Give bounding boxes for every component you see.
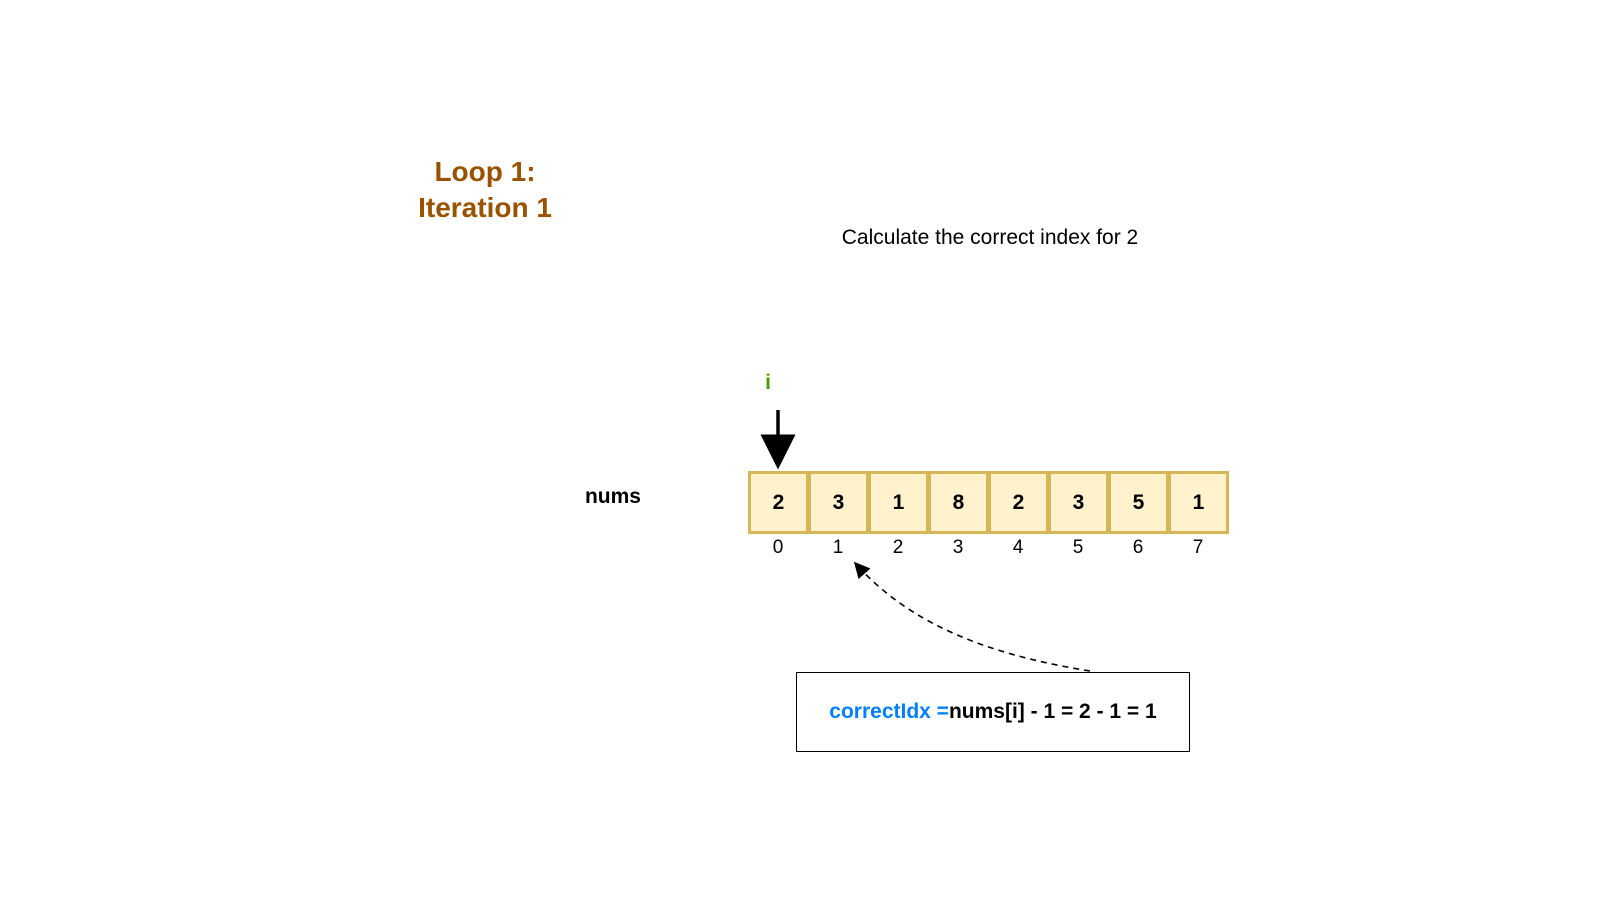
array-cell-7: 1	[1168, 471, 1229, 534]
array-cell-4: 2	[988, 471, 1049, 534]
array-cell-5: 3	[1048, 471, 1109, 534]
title-loop: Loop 1:	[434, 156, 536, 187]
step-description: Calculate the correct index for 2	[841, 226, 1139, 249]
array-cell-1: 3	[808, 471, 869, 534]
title-iteration: Iteration 1	[418, 192, 552, 223]
array-cell-6: 5	[1108, 471, 1169, 534]
array-index-0: 0	[772, 537, 784, 558]
target-index-arrow	[853, 561, 1091, 672]
array-index-4: 4	[1012, 537, 1024, 558]
array-cells: 2 3 1 8 2 3 5 1	[748, 471, 1229, 534]
array-cell-0: 2	[748, 471, 809, 534]
formula-rhs: nums[i] - 1 = 2 - 1 = 1	[948, 700, 1157, 723]
array-index-2: 2	[892, 537, 904, 558]
formula-box: correctIdx = nums[i] - 1 = 2 - 1 = 1	[796, 672, 1190, 752]
array-index-1: 1	[832, 537, 844, 558]
formula-lhs: correctIdx =	[829, 700, 949, 723]
array-index-7: 7	[1192, 537, 1204, 558]
array-cell-3: 8	[928, 471, 989, 534]
array-cell-2: 1	[868, 471, 929, 534]
array-index-6: 6	[1132, 537, 1144, 558]
pointer-label-i: i	[765, 371, 771, 394]
array-index-5: 5	[1072, 537, 1084, 558]
array-name-label: nums	[584, 485, 641, 508]
array-index-3: 3	[952, 537, 964, 558]
